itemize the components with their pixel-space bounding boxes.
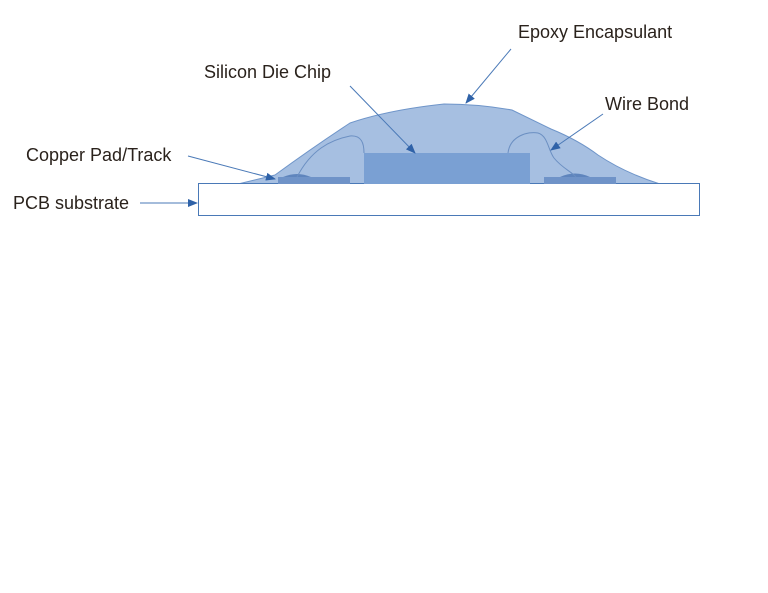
wire-bond-left [296,135,365,178]
epoxy-encapsulant-shape [237,103,661,185]
die-label: Silicon Die Chip [204,62,331,82]
silicon-die [364,153,530,184]
wire-label: Wire Bond [605,94,689,114]
pcb-label: PCB substrate [13,193,129,213]
copper-label: Copper Pad/Track [26,145,172,165]
die-leader-arrow [349,85,416,154]
bond-foot-left [283,174,311,177]
epoxy-label: Epoxy Encapsulant [518,22,672,42]
copper-leader-arrow [187,155,276,181]
copper-pad-left [278,177,350,184]
wire-bond-right [507,132,577,178]
wire-leader-arrow [550,113,604,151]
copper-pad-right [544,177,616,184]
pcb-substrate [198,183,700,216]
epoxy-leader-arrow [465,48,512,104]
